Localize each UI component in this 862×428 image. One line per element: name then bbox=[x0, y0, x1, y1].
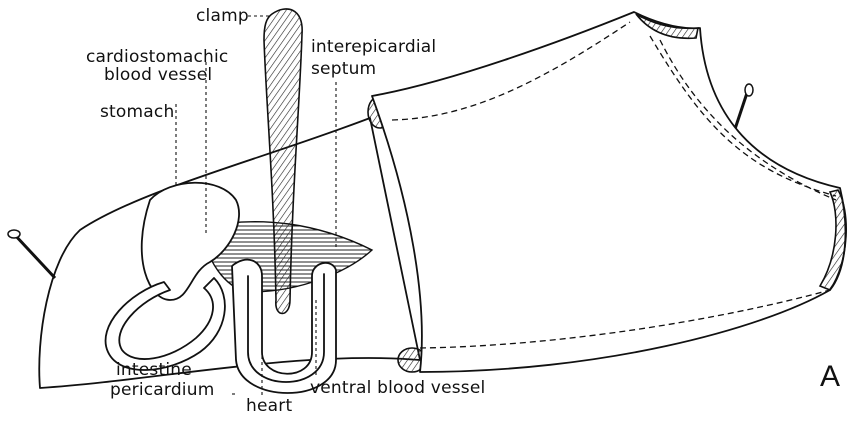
panel-letter: A bbox=[820, 362, 840, 392]
label-cardiostomachic-1: cardiostomachic bbox=[86, 49, 228, 66]
label-heart: heart bbox=[246, 398, 292, 415]
label-interepicardial-2: septum bbox=[311, 61, 376, 78]
label-interepicardial-1: interepicardial bbox=[311, 39, 436, 56]
label-clamp: clamp bbox=[196, 8, 249, 25]
body-wall-flap bbox=[372, 12, 845, 372]
label-ventral-blood-vessel: ventral blood vessel bbox=[310, 380, 485, 397]
label-intestine: intestine bbox=[116, 362, 192, 379]
pin-left bbox=[8, 230, 55, 278]
label-stomach: stomach bbox=[100, 104, 174, 121]
label-pericardium: pericardium bbox=[110, 382, 214, 399]
label-cardiostomachic-2: blood vessel bbox=[104, 67, 212, 84]
